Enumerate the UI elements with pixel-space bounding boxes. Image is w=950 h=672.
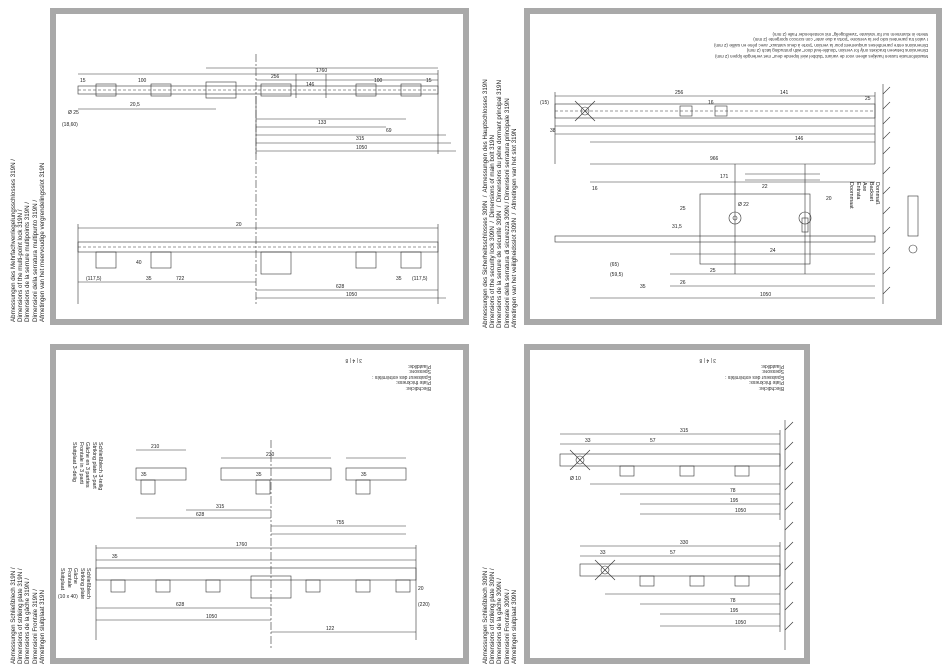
dim-label: 755: [336, 520, 345, 526]
plate-thickness-value: 3 | 4 | 8: [345, 357, 363, 363]
dim-label: 35: [146, 276, 152, 282]
dim-label: 15: [80, 78, 86, 84]
dim-label: Ø 25: [68, 110, 79, 116]
dim-label: 628: [336, 284, 345, 290]
dim-label: 100: [138, 78, 147, 84]
panel-multipoint-lock: 1760 256 146 133 69 315 1050 15 100 100 …: [50, 8, 469, 325]
dim-label: 33: [600, 550, 606, 556]
dim-label: 20,5: [130, 102, 140, 108]
dim-label: 256: [271, 74, 280, 80]
dim-label: 35: [141, 472, 147, 478]
dim-label: 78: [730, 488, 736, 494]
dim-label: 195: [730, 498, 739, 504]
dim-label: 171: [720, 174, 729, 180]
dim-label: 15: [426, 78, 432, 84]
dim-label: 31,5: [672, 224, 682, 230]
dim-label: 315: [680, 428, 689, 434]
dim-label: 122: [326, 626, 335, 632]
dim-label: (10 x 40): [58, 594, 78, 600]
dim-label: 210: [151, 444, 160, 450]
dim-label: 35: [640, 284, 646, 290]
dim-label: 141: [780, 90, 789, 96]
dim-label: (117,5): [412, 276, 428, 282]
dim-label: 133: [318, 120, 327, 126]
dim-label: 1050: [206, 614, 217, 620]
drawing-striking-plate-309: 315 195 1050 33 57 Ø 10 78 330 195 1050 …: [559, 420, 794, 650]
dim-label: 1760: [316, 68, 327, 74]
dim-label: 69: [386, 128, 392, 134]
dim-label: 1050: [735, 620, 746, 626]
drawing-striking-plate-319: 210 230 315 628 755 35 35 35 1760 628 10…: [58, 440, 430, 650]
caption-striking-plate-319: Abmessungen Schließblech 319N / Dimensio…: [10, 567, 46, 664]
plate-thickness-value: 3 | 4 | 8: [699, 357, 717, 363]
label-backset: Dornmaß Backset Axe Entrata Doornmaat: [848, 182, 880, 209]
dim-label: 40: [136, 260, 142, 266]
dim-label: 57: [670, 550, 676, 556]
dim-label: 38: [550, 128, 556, 134]
dim-label: 146: [795, 136, 804, 142]
dim-label: 25: [710, 268, 716, 274]
dim-label: 35: [256, 472, 262, 478]
plate-thickness-label: Blechdicke: Plate thickness: Épaisseur d…: [725, 362, 784, 391]
dim-label: 26: [680, 280, 686, 286]
dim-label: 25: [680, 206, 686, 212]
dim-label: 1050: [346, 292, 357, 298]
dim-label: 35: [361, 472, 367, 478]
plate-thickness-label: Blechdicke: Plate thickness: Épaisseur d…: [372, 362, 431, 391]
caption-security-lock: Abmessungen des Sicherheitsschlosses 309…: [482, 79, 518, 328]
caption-multipoint-lock: Abmessungen des Mehrfachverriegelungssch…: [10, 158, 46, 322]
dim-label: 57: [650, 438, 656, 444]
panel-security-lock: (15) 256 141 16 146 966 38 25 171 16 25 …: [524, 8, 942, 325]
caption-striking-plate-309: Abmessungen Schließblech 309N / Dimensio…: [482, 567, 518, 664]
dim-label: 20: [418, 586, 424, 592]
dim-label: Ø 10: [570, 476, 581, 482]
dim-label: 16: [708, 100, 714, 106]
dim-label: 16: [592, 186, 598, 192]
dim-label: (59,5): [610, 272, 623, 278]
dim-label: 722: [176, 276, 185, 282]
dim-label: (220): [418, 602, 430, 608]
dim-label: 628: [196, 512, 205, 518]
dim-label: 966: [710, 156, 719, 162]
drawing-security-lock: (15) 256 141 16 146 966 38 25 171 16 25 …: [540, 84, 919, 304]
dim-label: Ø 22: [738, 202, 749, 208]
dim-label: (117,5): [86, 276, 102, 282]
drawing-multipoint-lock: 1760 256 146 133 69 315 1050 15 100 100 …: [62, 54, 456, 304]
dim-label: 1050: [735, 508, 746, 514]
dim-label: 33: [585, 438, 591, 444]
legend-striking-plate: Schließblech Striking plate Gâche Fronta…: [59, 568, 91, 600]
dim-label: 35: [112, 554, 118, 560]
dim-label: 1050: [760, 292, 771, 298]
dim-label: 315: [216, 504, 225, 510]
dim-label: 100: [374, 78, 383, 84]
bracket-note: Maatinformatie tussen haakjes alleen voo…: [714, 31, 928, 59]
dim-label: (15): [540, 100, 549, 106]
dim-label: 195: [730, 608, 739, 614]
dim-label: 1050: [356, 145, 367, 151]
dim-label: 78: [730, 598, 736, 604]
dim-label: (18,60): [62, 122, 78, 128]
dim-label: 35: [396, 276, 402, 282]
dim-label: 330: [680, 540, 689, 546]
dim-label: 146: [306, 82, 315, 88]
dim-label: 25: [865, 96, 871, 102]
panel-striking-plate-309: 315 195 1050 33 57 Ø 10 78 330 195 1050 …: [524, 344, 810, 664]
dim-label: 20: [826, 196, 832, 202]
dim-label: 256: [675, 90, 684, 96]
dim-label: 24: [770, 248, 776, 254]
dim-label: 315: [356, 136, 365, 142]
dim-label: (65): [610, 262, 619, 268]
dim-label: 22: [762, 184, 768, 190]
dim-label: 628: [176, 602, 185, 608]
dim-label: 20: [236, 222, 242, 228]
dim-label: 230: [266, 452, 275, 458]
legend-striking-plate-3part: Schließblech 3-teilig Striking plate 3-p…: [71, 442, 103, 491]
panel-striking-plate-319: 210 230 315 628 755 35 35 35 1760 628 10…: [50, 344, 469, 664]
dim-label: 1760: [236, 542, 247, 548]
